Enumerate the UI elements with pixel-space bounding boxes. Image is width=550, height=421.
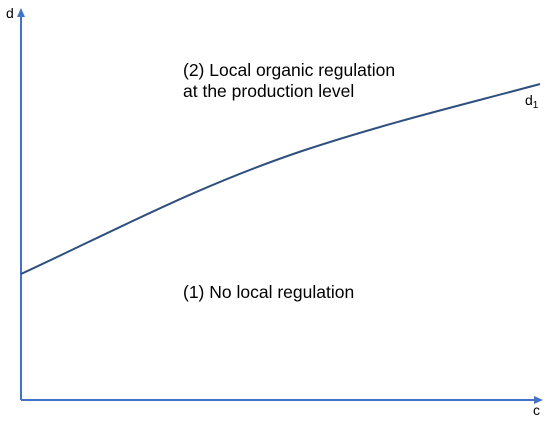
- region-2-line-2: at the production level: [183, 81, 355, 101]
- curve-label-d1: d1: [525, 92, 538, 114]
- curve-label-main: d: [525, 92, 533, 108]
- regulation-curve-d1: [20, 83, 541, 275]
- x-axis-label: c: [533, 402, 540, 418]
- curve-label-subscript: 1: [532, 100, 539, 111]
- y-axis-label: d: [6, 5, 14, 21]
- region-2-label: (2) Local organic regulation at the prod…: [183, 60, 395, 102]
- region-2-line-1: (2) Local organic regulation: [183, 60, 396, 80]
- region-1-label: (1) No local regulation: [183, 282, 355, 302]
